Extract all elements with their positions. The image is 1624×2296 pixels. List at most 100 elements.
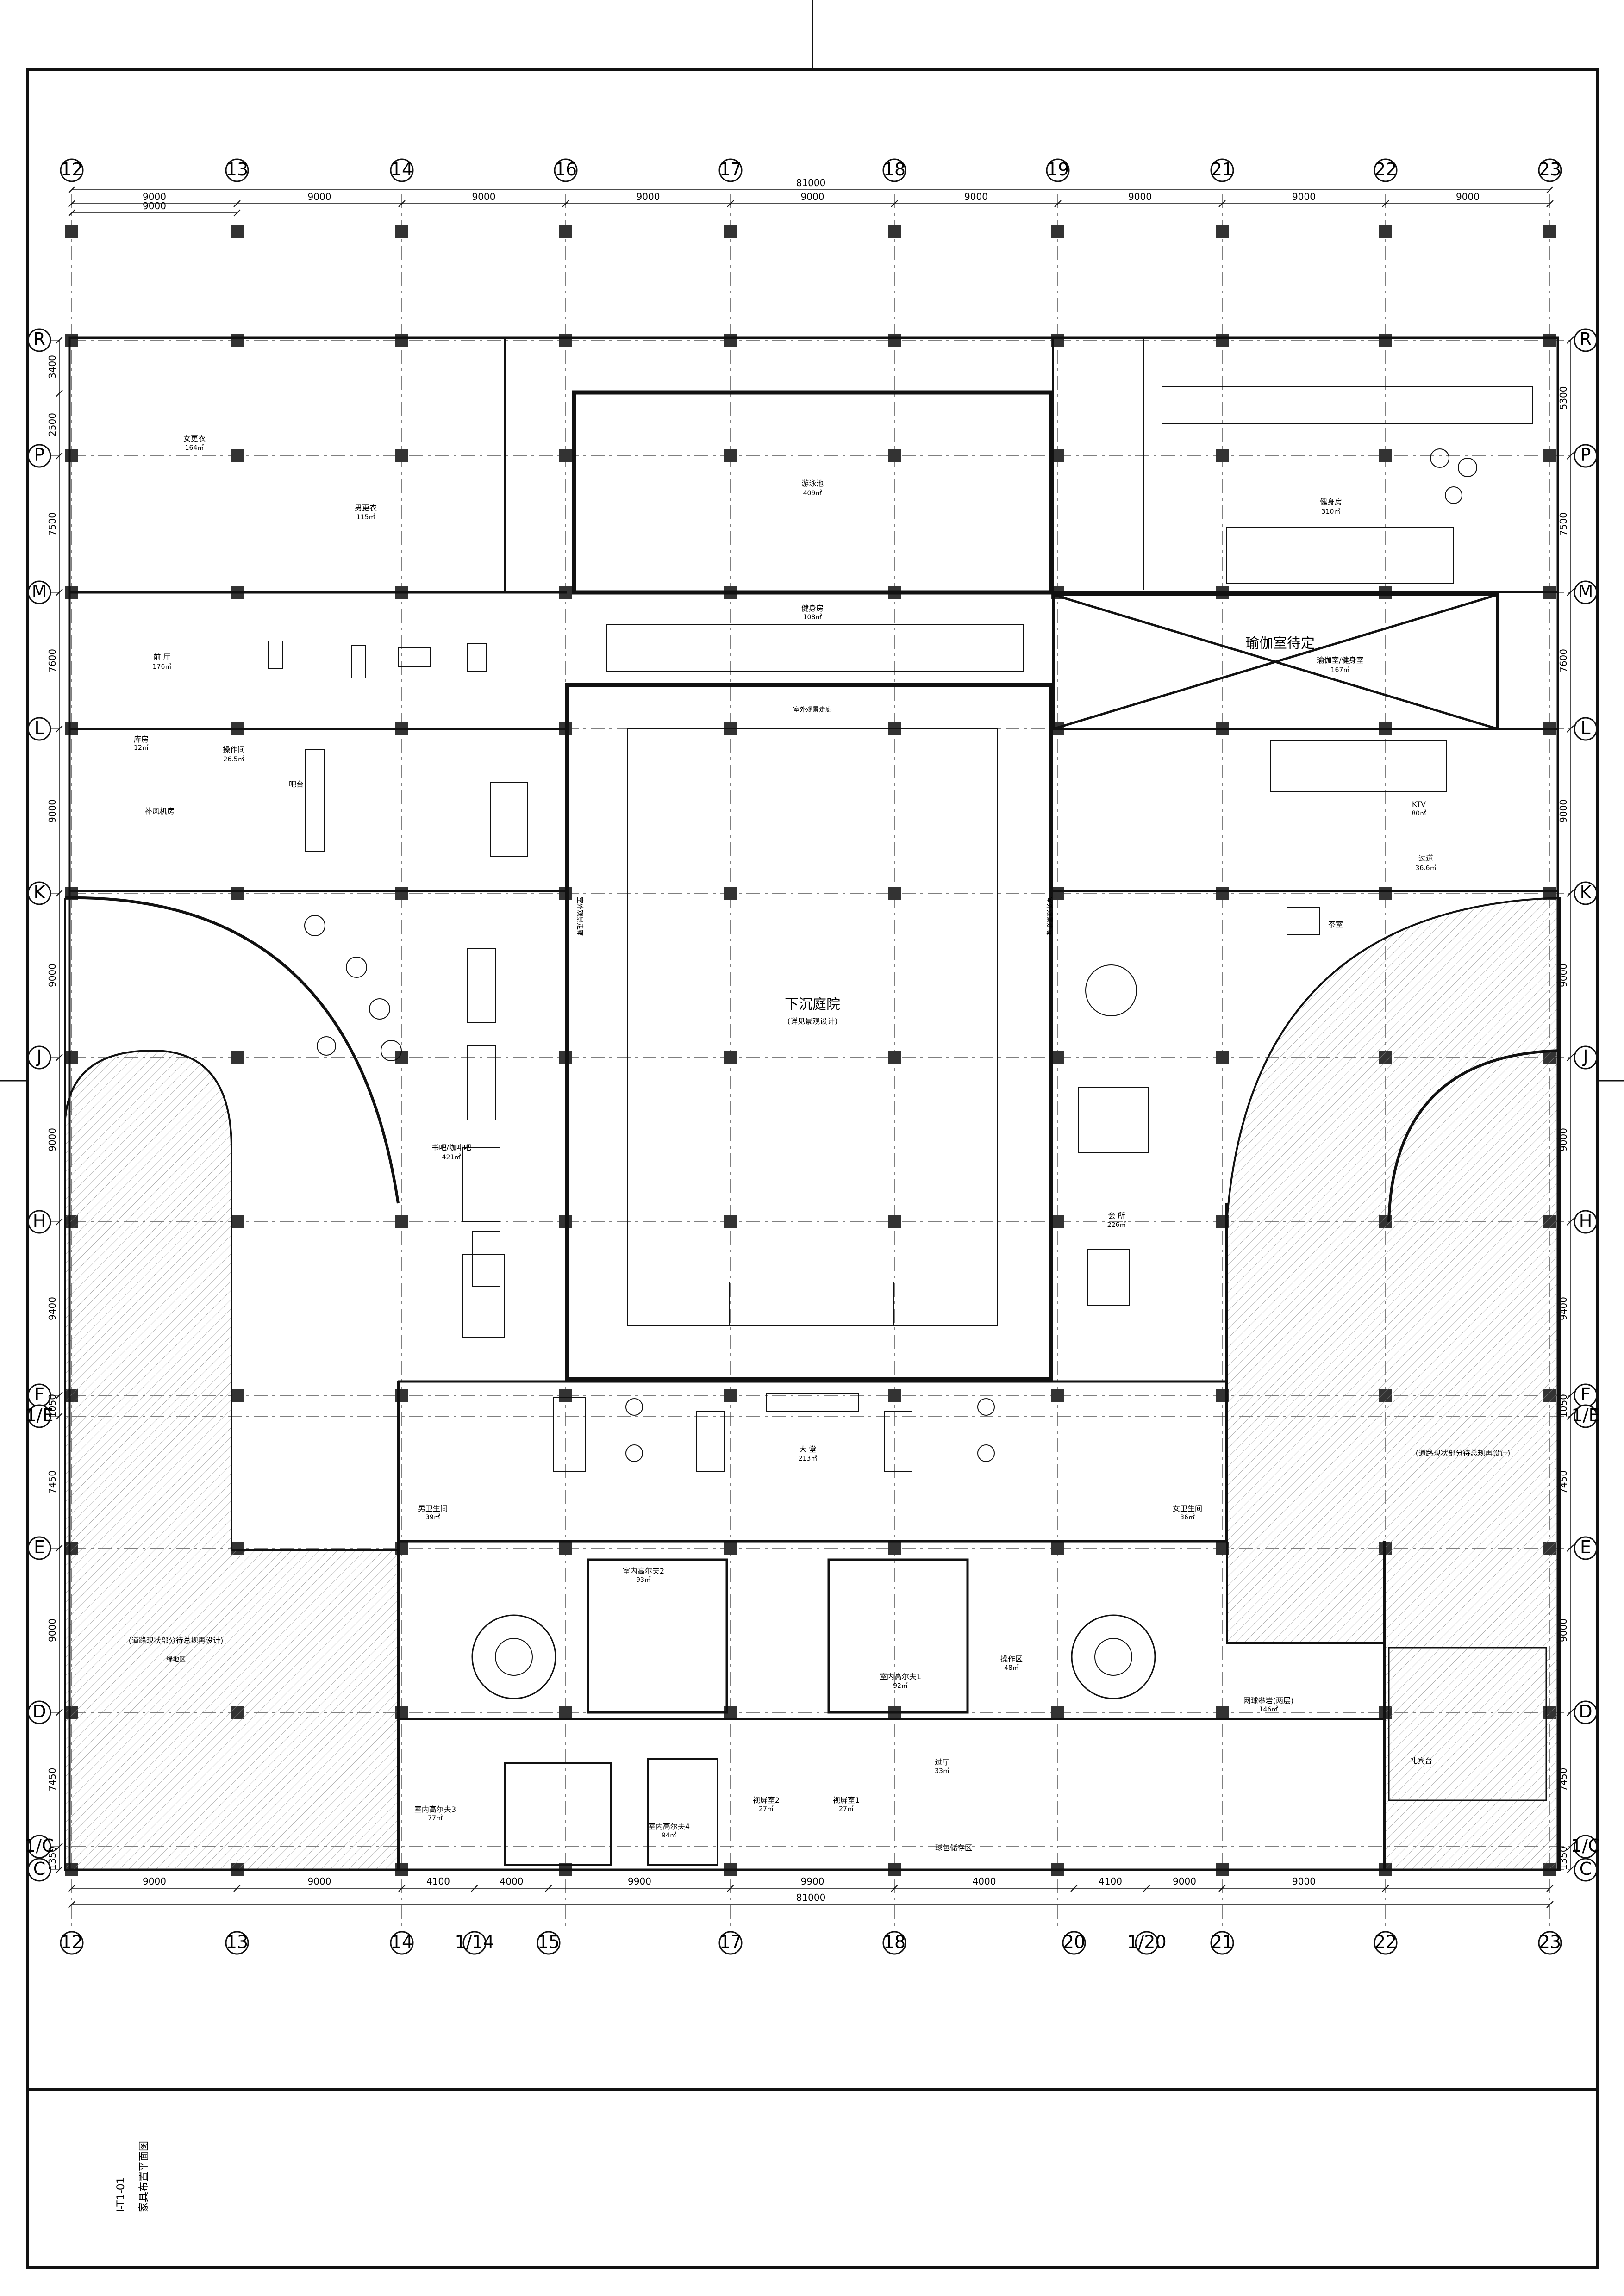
ktv-label: KTV: [1412, 800, 1426, 809]
furniture-left-wing: [268, 641, 528, 1338]
grid-bubble-label: 1/C: [25, 1836, 54, 1856]
structural-column: [395, 449, 408, 462]
structural-column: [1379, 225, 1392, 238]
grid-bubble-label: 23: [1539, 1932, 1561, 1952]
gym-mid-label: 健身房: [801, 604, 824, 613]
structural-column: [888, 1051, 901, 1064]
structural-column: [559, 334, 572, 347]
golf4-area: 94㎡: [662, 1832, 676, 1839]
grid-bubble-bottom: 21: [1210, 1931, 1234, 1955]
reading1-area: 27㎡: [839, 1805, 854, 1813]
passage-area: 33㎡: [935, 1767, 949, 1775]
sheet-number: I-T1-01: [115, 2177, 127, 2212]
grid-bubble-left: K: [27, 881, 51, 905]
grid-bubble-label: 1/20: [1127, 1932, 1166, 1952]
structural-column: [724, 1389, 737, 1402]
title-block: I-T1-01 家具布置平面图: [115, 2141, 150, 2212]
structural-column: [395, 887, 408, 900]
grid-bubble-right: 1/E: [1572, 1404, 1600, 1428]
structural-column: [1543, 449, 1556, 462]
operation-label: 操作间: [223, 745, 245, 754]
dimension-left: 1050: [47, 1394, 58, 1418]
structural-column: [724, 1051, 737, 1064]
grid-bubble-left: J: [27, 1045, 51, 1070]
dimension-top-bay: 9000: [1292, 191, 1316, 202]
structural-column: [1051, 1706, 1064, 1719]
grid-bubble-label: 18: [883, 1932, 906, 1952]
golf3-label: 室内高尔夫3: [414, 1805, 456, 1814]
golf3-area: 77㎡: [428, 1815, 443, 1822]
grid-bubble-right: D: [1574, 1700, 1598, 1724]
courtyard-label: 下沉庭院: [785, 996, 840, 1013]
lobby-area: 213㎡: [799, 1455, 818, 1462]
dimension-bottom-bay: 4100: [1099, 1876, 1122, 1887]
dimension-bottom-bay: 9000: [143, 1876, 166, 1887]
structural-column: [559, 449, 572, 462]
structural-column: [888, 225, 901, 238]
gym-top-label: 健身房: [1320, 498, 1342, 506]
grid-bubble-label: 1/14: [455, 1932, 494, 1952]
storage-area: 12㎡: [134, 744, 149, 752]
structural-column: [1379, 334, 1392, 347]
outdoor-hatch-right: [1226, 896, 1561, 1871]
grid-bubble-bottom: 1/14: [455, 1931, 494, 1955]
structural-column: [1379, 887, 1392, 900]
dimension-right: 7600: [1558, 649, 1569, 672]
dimension-top-bay: 9000: [143, 191, 166, 202]
grid-bubble-label: 23: [1539, 159, 1561, 180]
structural-column: [724, 1542, 737, 1555]
structural-column: [888, 334, 901, 347]
dimension-left: 9000: [47, 1618, 58, 1642]
structural-column: [724, 887, 737, 900]
grid-bubble-bottom: 23: [1538, 1931, 1562, 1955]
grid-bubble-label: 22: [1374, 1932, 1397, 1952]
grid-bubble-label: 19: [1047, 159, 1069, 180]
structural-column: [1216, 449, 1229, 462]
furniture-gym: [606, 386, 1533, 672]
dimension-bottom-overall: 81000: [796, 1892, 826, 1903]
courtyard-outline: [565, 683, 1053, 1381]
corridor-area: 36.6㎡: [1415, 865, 1436, 872]
outdoor-right-label: (道路现状部分待总规再设计): [1416, 1449, 1511, 1457]
structural-column: [1543, 334, 1556, 347]
dimension-top-bay: 9000: [1456, 191, 1480, 202]
grid-bubble-label: 15: [537, 1932, 560, 1952]
grid-bubble-left: 1/E: [25, 1404, 54, 1428]
grid-bubble-right: F: [1574, 1383, 1598, 1407]
dimension-bottom-bay: 9000: [308, 1876, 331, 1887]
grid-bubble-right: H: [1574, 1210, 1598, 1234]
outdoor-hatch-left: [64, 896, 400, 1871]
grid-bubble-top: 14: [390, 158, 414, 182]
dimension-bottom-bay: 9000: [1292, 1876, 1316, 1887]
restaurant-label: 网球攀岩(两层): [1243, 1696, 1294, 1705]
grid-bubble-right: R: [1574, 328, 1598, 352]
dimension-left: 9000: [47, 799, 58, 823]
yoga-label: 瑜伽室待定: [1245, 635, 1315, 652]
grid-bubble-bottom: 22: [1374, 1931, 1398, 1955]
structural-column: [1216, 887, 1229, 900]
structural-column: [65, 1051, 78, 1064]
structural-column: [65, 449, 78, 462]
pool-outline: [572, 390, 1053, 595]
bar-label: 吧台: [289, 780, 304, 789]
grid-bubble-top: 22: [1374, 158, 1398, 182]
grid-bubble-left: 1/C: [25, 1835, 54, 1859]
grid-bubble-bottom: 20: [1062, 1931, 1086, 1955]
book-bar-area: 421㎡: [442, 1154, 461, 1161]
grid-bubble-top: 17: [718, 158, 743, 182]
grid-bubble-label: R: [1580, 329, 1592, 349]
dimension-left: 9400: [47, 1297, 58, 1320]
grid-bubble-label: D: [32, 1701, 46, 1722]
grid-bubble-left: L: [27, 717, 51, 741]
outdoor-left-sub: 绿地区: [166, 1656, 186, 1663]
grid-bubble-label: L: [1580, 718, 1590, 738]
hall-left-area: 176㎡: [153, 663, 172, 671]
changing-men-area: 115㎡: [356, 514, 375, 521]
grid-bubble-label: C: [33, 1859, 46, 1879]
grid-bubble-label: 22: [1374, 159, 1397, 180]
grid-bubble-label: 12: [61, 1932, 83, 1952]
structural-column: [559, 1542, 572, 1555]
grid-bubble-label: 12: [61, 159, 83, 180]
grid-bubble-left: E: [27, 1536, 51, 1560]
grid-bubble-top: 16: [554, 158, 578, 182]
